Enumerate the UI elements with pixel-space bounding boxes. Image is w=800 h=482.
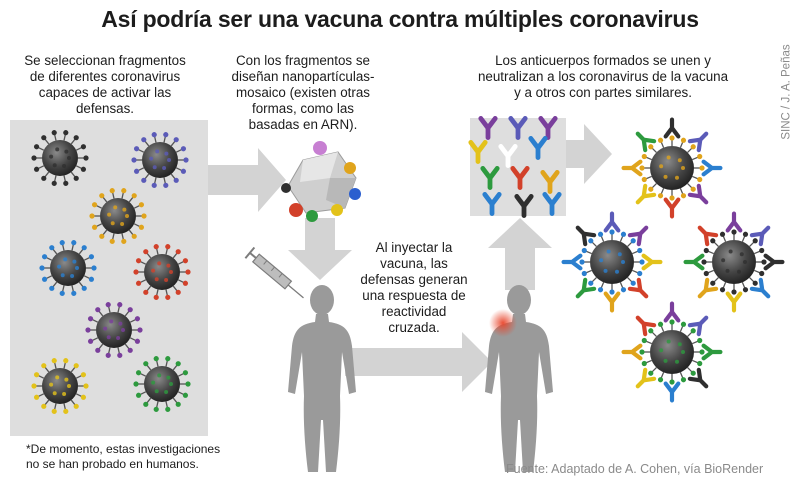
antibody-icon [663, 197, 681, 219]
antibody-icon [508, 115, 528, 141]
virus-icon [85, 302, 143, 358]
antibody-icon [468, 139, 488, 165]
antibody-icon [663, 381, 681, 403]
antibody-icon [663, 117, 681, 139]
antibody-icon [603, 211, 621, 233]
infographic-title: Así podría ser una vacuna contra múltipl… [101, 6, 699, 32]
antibody-icon [749, 225, 771, 247]
antibody-icon [725, 211, 743, 233]
antibody-icon [603, 291, 621, 313]
virus-icon [639, 319, 705, 385]
antibody-icon [635, 183, 657, 205]
human-silhouette-icon [288, 285, 356, 472]
antibody-icon [561, 253, 583, 271]
antibody-icon [697, 277, 719, 299]
antibody-icon [701, 343, 723, 361]
antibody-icon [663, 301, 681, 323]
human-silhouette-icon [485, 285, 553, 472]
source-credit: Fuente: Adaptado de A. Cohen, vía BioRen… [506, 462, 764, 476]
arrow-icon [288, 218, 352, 280]
antibody-icon [621, 343, 643, 361]
antibody-icon [687, 315, 709, 337]
immune-reaction-spot [489, 309, 517, 337]
syringe-icon [244, 246, 304, 299]
virus-icon [39, 240, 97, 296]
nanoparticle-icon [281, 141, 361, 222]
antibody-icon [641, 253, 663, 271]
antibody-icon [725, 291, 743, 313]
arrow-icon [566, 124, 612, 184]
antibody-icon [635, 131, 657, 153]
antibody-icon [687, 367, 709, 389]
antibody-icon [514, 193, 534, 219]
antibody-icon [575, 277, 597, 299]
antibody-icon [538, 115, 558, 141]
antibody-icon [701, 159, 723, 177]
antibody-icon [478, 115, 498, 141]
antibody-icon [687, 183, 709, 205]
antibody-icon [498, 143, 518, 169]
antibody-icon [482, 191, 502, 217]
virus-icon [31, 130, 89, 186]
arrow-icon [208, 148, 286, 212]
virus-icon [701, 229, 767, 295]
antibody-icon [480, 165, 500, 191]
virus-icon [89, 188, 147, 244]
virus-icon [31, 358, 89, 414]
virus-icon [639, 135, 705, 201]
virus-icon [133, 356, 191, 412]
virus-icon [131, 132, 189, 188]
antibody-icon [687, 131, 709, 153]
antibody-icon [621, 159, 643, 177]
antibody-icon [683, 253, 705, 271]
antibody-icon [627, 277, 649, 299]
antibody-icon [635, 315, 657, 337]
antibody-icon [542, 191, 562, 217]
flow-arrows [208, 124, 612, 392]
antibody-icon [528, 135, 548, 161]
virus-icon [133, 244, 191, 300]
antibody-icon [697, 225, 719, 247]
antibody-icon [540, 169, 560, 195]
antibody-icon [510, 165, 530, 191]
antibody-icon [627, 225, 649, 247]
virus-icon [579, 229, 645, 295]
antibody-icon [575, 225, 597, 247]
arrow-icon [345, 332, 492, 392]
antibody-icon [749, 277, 771, 299]
arrow-icon [488, 218, 552, 290]
antibody-icon [763, 253, 785, 271]
antibody-icon [635, 367, 657, 389]
